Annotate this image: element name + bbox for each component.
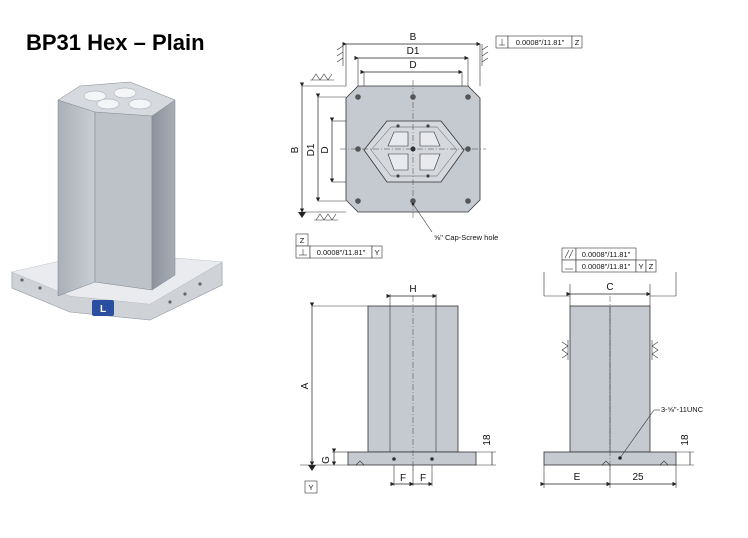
dim-f-2: F	[420, 473, 426, 484]
dim-b-side: B	[290, 146, 301, 153]
dim-25: 25	[632, 472, 644, 483]
dim-g: G	[321, 456, 332, 464]
dim-a: A	[300, 382, 311, 389]
dim-18-left: 18	[482, 434, 493, 446]
datum-y-label: Y	[308, 483, 313, 492]
tolerance-right-row2-ref2: Z	[649, 262, 654, 271]
datum-triangle-icon	[561, 340, 569, 360]
tolerance-top-right-ref: Z	[575, 38, 580, 47]
dim-d-top: D	[409, 60, 416, 71]
datum-triangle-icon	[651, 340, 659, 360]
dim-h: H	[409, 284, 416, 295]
datum-triangle-icon	[314, 213, 338, 221]
dim-d1-side: D1	[306, 143, 317, 156]
datum-triangle-icon	[336, 44, 344, 66]
front-view: H A G 18 F F Y	[300, 284, 496, 494]
cap-screw-callout: ⅝" Cap-Screw hole	[434, 233, 498, 242]
dim-d-side: D	[320, 146, 331, 153]
dim-18-right: 18	[680, 434, 691, 446]
brand-logo-icon	[92, 300, 114, 316]
tolerance-left-ref: Z	[300, 236, 305, 245]
tolerance-right-row1-value: 0.0008"/11.81"	[582, 250, 631, 259]
top-view: B D1 D B D1 D 0.0008"/11.81" Z Z	[290, 32, 583, 259]
tolerance-left-value: 0.0008"/11.81"	[317, 248, 366, 257]
tolerance-right-row2-value: 0.0008"/11.81"	[582, 262, 631, 271]
dim-c: C	[606, 282, 613, 293]
hex-block-illustration: L	[11, 81, 223, 321]
brand-logo-text: L	[100, 304, 106, 315]
datum-triangle-icon	[310, 73, 334, 81]
tapped-hole-callout: 3-⅝"-11UNC	[661, 405, 704, 414]
datum-arrow-icon	[298, 212, 306, 218]
tolerance-left-datum: Y	[374, 248, 379, 257]
side-view: C 0.0008"/11.81" 0.0008"/11.81" Y Z 3-⅝"…	[540, 247, 704, 488]
tolerance-right-row2-ref1: Y	[638, 262, 643, 271]
tolerance-top-right-value: 0.0008"/11.81"	[516, 38, 565, 47]
dim-e: E	[574, 472, 581, 483]
page-title: BP31 Hex – Plain	[26, 30, 205, 55]
dim-f-1: F	[400, 473, 406, 484]
dim-d1-top: D1	[407, 46, 420, 57]
dim-b-top: B	[410, 32, 417, 43]
datum-triangle-icon	[481, 44, 489, 66]
datum-arrow-icon	[308, 465, 316, 471]
